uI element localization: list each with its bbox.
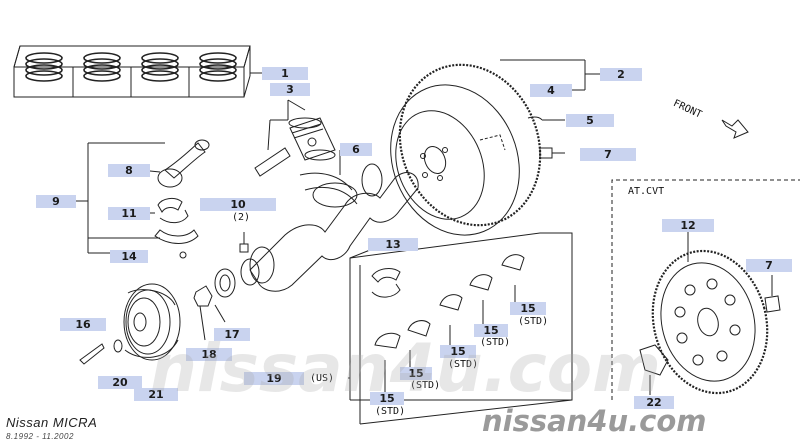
callout-18[interactable]: 18 xyxy=(186,348,232,361)
us-note: (US) xyxy=(310,373,335,384)
callout-15-d[interactable]: 15 xyxy=(400,367,432,380)
callout-20[interactable]: 20 xyxy=(98,376,142,389)
callout-14[interactable]: 14 xyxy=(110,250,148,263)
flywheel xyxy=(390,59,600,236)
callout-2[interactable]: 2 xyxy=(600,68,642,81)
callout-5[interactable]: 5 xyxy=(566,114,614,127)
callout-4[interactable]: 4 xyxy=(530,84,572,97)
std-note-3: (STD) xyxy=(448,359,479,370)
callout-21[interactable]: 21 xyxy=(134,388,178,401)
std-note-2: (STD) xyxy=(480,337,511,348)
vehicle-dates: 8.1992 - 11.2002 xyxy=(6,432,74,441)
callout-8[interactable]: 8 xyxy=(108,164,150,177)
connecting-rod xyxy=(75,139,210,259)
piston xyxy=(254,99,336,177)
callout-13[interactable]: 13 xyxy=(368,238,418,251)
watermark: nissan4u.com xyxy=(482,404,707,438)
callout-19[interactable]: 19 xyxy=(244,372,304,385)
std-note-5: (STD) xyxy=(375,406,406,417)
callout-22[interactable]: 22 xyxy=(634,396,674,409)
callout-10[interactable]: 10 xyxy=(200,198,276,211)
callout-7-cvt[interactable]: 7 xyxy=(746,259,792,272)
std-note-4: (STD) xyxy=(410,380,441,391)
watermark-background: nissan4u.com xyxy=(150,330,661,407)
callout-15-e[interactable]: 15 xyxy=(370,392,404,405)
front-arrow xyxy=(721,119,749,139)
callout-6[interactable]: 6 xyxy=(340,143,372,156)
crank-pulley xyxy=(79,283,181,365)
callout-9[interactable]: 9 xyxy=(36,195,76,208)
at-cvt-box xyxy=(611,179,800,400)
callout-15-c[interactable]: 15 xyxy=(440,345,476,358)
std-note-1: (STD) xyxy=(518,316,549,327)
callout-3[interactable]: 3 xyxy=(270,83,310,96)
qty-note-10: (2) xyxy=(232,212,251,223)
callout-12[interactable]: 12 xyxy=(662,219,714,232)
piston-rings xyxy=(13,45,262,98)
callout-7-top[interactable]: 7 xyxy=(580,148,636,161)
callout-15-a[interactable]: 15 xyxy=(510,302,546,315)
callout-11[interactable]: 11 xyxy=(108,207,150,220)
small-parts xyxy=(193,116,565,341)
callout-16[interactable]: 16 xyxy=(60,318,106,331)
callout-17[interactable]: 17 xyxy=(214,328,250,341)
at-cvt-label: AT.CVT xyxy=(628,186,665,197)
callout-1[interactable]: 1 xyxy=(262,67,308,80)
callout-15-b[interactable]: 15 xyxy=(474,324,508,337)
vehicle-model: Nissan MICRA xyxy=(6,415,98,430)
